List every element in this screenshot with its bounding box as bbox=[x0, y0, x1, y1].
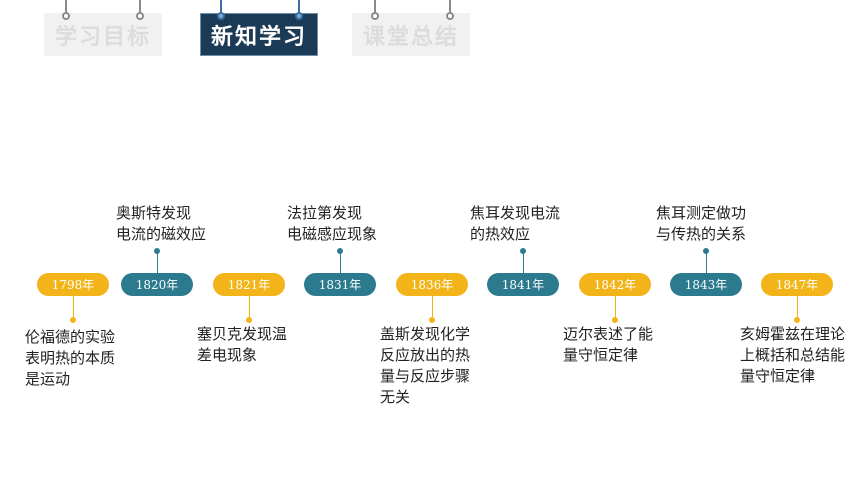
tab-learning-goals[interactable]: 学习目标 bbox=[44, 13, 162, 56]
ring-decoration bbox=[295, 12, 303, 20]
year-pill: 1843年 bbox=[670, 273, 742, 296]
connector-line bbox=[157, 252, 158, 273]
ring-decoration bbox=[371, 12, 379, 20]
year-label: 1847年 bbox=[775, 278, 819, 292]
year-label: 1821年 bbox=[227, 278, 271, 292]
connector-line bbox=[615, 296, 616, 320]
event-text: 焦耳发现电流 的热效应 bbox=[470, 204, 561, 243]
year-label: 1831年 bbox=[318, 278, 362, 292]
connector-dot bbox=[429, 317, 435, 323]
hook-decoration bbox=[449, 0, 451, 12]
tab-label: 课堂总结 bbox=[362, 24, 459, 50]
tab-label: 学习目标 bbox=[54, 24, 151, 50]
event-text: 盖斯发现化学 反应放出的热 量与反应步骤 无关 bbox=[380, 325, 471, 406]
hook-decoration bbox=[139, 0, 141, 12]
year-pill: 1798年 bbox=[37, 273, 109, 296]
connector-line bbox=[249, 296, 250, 320]
connector-line bbox=[73, 296, 74, 320]
connector-dot bbox=[703, 248, 709, 254]
tab-label: 新知学习 bbox=[210, 24, 307, 50]
hook-decoration bbox=[374, 0, 376, 12]
year-label: 1798年 bbox=[51, 278, 95, 292]
year-label: 1841年 bbox=[501, 278, 545, 292]
ring-decoration bbox=[446, 12, 454, 20]
ring-decoration bbox=[62, 12, 70, 20]
connector-line bbox=[797, 296, 798, 320]
year-pill: 1842年 bbox=[579, 273, 651, 296]
connector-line bbox=[340, 252, 341, 273]
connector-dot bbox=[246, 317, 252, 323]
ring-decoration bbox=[217, 12, 225, 20]
event-text: 迈尔表述了能 量守恒定律 bbox=[563, 325, 654, 364]
event-text: 奥斯特发现 电流的磁效应 bbox=[116, 204, 207, 243]
event-text: 亥姆霍兹在理论 上概括和总结能 量守恒定律 bbox=[740, 325, 846, 385]
year-pill: 1841年 bbox=[487, 273, 559, 296]
hook-decoration bbox=[65, 0, 67, 12]
event-text: 伦福德的实验 表明热的本质 是运动 bbox=[25, 328, 116, 388]
year-pill: 1836年 bbox=[396, 273, 468, 296]
hook-decoration bbox=[220, 0, 222, 12]
connector-dot bbox=[520, 248, 526, 254]
connector-dot bbox=[154, 248, 160, 254]
tab-class-summary[interactable]: 课堂总结 bbox=[352, 13, 470, 56]
year-label: 1820年 bbox=[135, 278, 179, 292]
connector-dot bbox=[794, 317, 800, 323]
year-pill: 1831年 bbox=[304, 273, 376, 296]
event-text: 法拉第发现 电磁感应现象 bbox=[287, 204, 378, 243]
connector-dot bbox=[337, 248, 343, 254]
event-text: 焦耳测定做功 与传热的关系 bbox=[656, 204, 747, 243]
year-pill: 1820年 bbox=[121, 273, 193, 296]
connector-line bbox=[706, 252, 707, 273]
tab-new-knowledge[interactable]: 新知学习 bbox=[200, 13, 318, 56]
year-pill: 1847年 bbox=[761, 273, 833, 296]
connector-dot bbox=[612, 317, 618, 323]
connector-line bbox=[523, 252, 524, 273]
ring-decoration bbox=[136, 12, 144, 20]
year-label: 1842年 bbox=[593, 278, 637, 292]
year-pill: 1821年 bbox=[213, 273, 285, 296]
year-label: 1843年 bbox=[684, 278, 728, 292]
year-label: 1836年 bbox=[410, 278, 454, 292]
connector-dot bbox=[70, 317, 76, 323]
event-text: 塞贝克发现温 差电现象 bbox=[197, 325, 288, 364]
connector-line bbox=[432, 296, 433, 320]
hook-decoration bbox=[298, 0, 300, 12]
